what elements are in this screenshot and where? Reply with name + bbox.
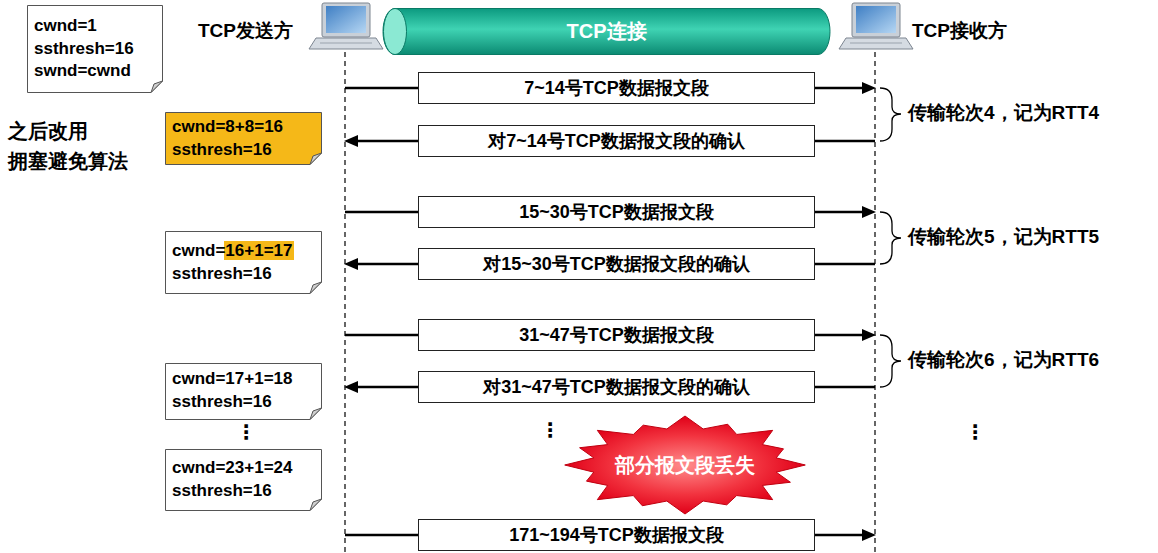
segment-box: 171~194号TCP数据报文段 xyxy=(418,519,815,551)
ack-text: 对15~30号TCP数据报文段的确认 xyxy=(483,252,750,276)
laptop-screen xyxy=(326,6,366,33)
brace xyxy=(880,335,901,387)
loss-text: 部分报文段丢失 xyxy=(615,452,755,479)
cylinder-cap xyxy=(384,9,407,55)
ellipsis-mark: ⋮ xyxy=(236,420,256,444)
state-text: cwnd=16+1=17 xyxy=(172,240,293,263)
arrow-line xyxy=(813,534,864,537)
state-note: cwnd=8+8=16ssthresh=16 xyxy=(165,112,322,165)
state-text: ssthresh=16 xyxy=(172,263,272,286)
note-outline xyxy=(166,450,322,511)
arrow-head xyxy=(344,258,358,270)
brace xyxy=(880,88,901,141)
arrow-line xyxy=(345,534,420,537)
segment-text: 31~47号TCP数据报文段 xyxy=(519,323,714,347)
connection-cylinder: TCP连接 xyxy=(383,8,830,55)
arrow-head xyxy=(344,135,358,147)
arrow-head xyxy=(862,329,876,341)
state-text: ssthresh=16 xyxy=(172,480,272,503)
note-fold xyxy=(151,81,163,93)
laptop-keys xyxy=(850,43,902,44)
arrow-line xyxy=(813,334,864,337)
sender-laptop xyxy=(309,3,383,49)
arrow-line xyxy=(813,140,875,143)
arrow-line xyxy=(356,386,420,389)
state-text: cwnd=17+1=18 xyxy=(172,368,293,391)
note-outline xyxy=(166,232,322,294)
state-text: ssthresh=16 xyxy=(172,391,272,414)
arrow-head xyxy=(862,82,876,94)
connection-text: TCP连接 xyxy=(567,18,647,45)
cylinder-body xyxy=(383,9,830,55)
state-note: cwnd=17+1=18ssthresh=16 xyxy=(165,363,322,420)
arrow-line xyxy=(356,140,420,143)
arrow-line xyxy=(345,211,420,214)
laptop-base xyxy=(839,38,913,49)
endpoint-label: TCP发送方 xyxy=(198,20,293,43)
ack-box: 对31~47号TCP数据报文段的确认 xyxy=(418,371,815,403)
round-label: 传输轮次5，记为RTT5 xyxy=(908,226,1099,249)
round-braces xyxy=(880,88,901,387)
note-outline xyxy=(166,363,322,419)
note-fold xyxy=(310,282,322,294)
state-text: ssthresh=16 xyxy=(172,139,272,162)
round-label: 传输轮次4，记为RTT4 xyxy=(908,102,1099,125)
arrow-line xyxy=(345,334,420,337)
receiver-lifeline xyxy=(874,52,875,553)
note-outline xyxy=(28,6,163,93)
state-note: cwnd=16+1=17ssthresh=16 xyxy=(165,231,322,294)
state-text: swnd=cwnd xyxy=(34,60,131,83)
note-outline xyxy=(166,113,322,165)
arrow-head xyxy=(344,381,358,393)
message-arrows xyxy=(345,88,875,535)
arrow-line xyxy=(345,87,420,90)
state-text: ssthresh=16 xyxy=(34,38,134,61)
arrow-head xyxy=(862,529,876,541)
segment-text: 7~14号TCP数据报文段 xyxy=(524,76,709,100)
state-text: cwnd=1 xyxy=(34,15,97,38)
laptop-screen xyxy=(856,6,896,33)
state-text: cwnd=8+8=16 xyxy=(172,116,283,139)
segment-box: 7~14号TCP数据报文段 xyxy=(418,72,815,104)
arrow-line xyxy=(356,263,420,266)
state-note: cwnd=1ssthresh=16swnd=cwnd xyxy=(27,5,163,93)
state-note: cwnd=23+1=24ssthresh=16 xyxy=(165,449,322,511)
segment-text: 171~194号TCP数据报文段 xyxy=(509,523,724,547)
round-label: 传输轮次6，记为RTT6 xyxy=(908,349,1099,372)
arrow-heads xyxy=(344,82,876,541)
state-text: cwnd=23+1=24 xyxy=(172,457,293,480)
laptop-lid xyxy=(322,3,370,37)
segment-text: 15~30号TCP数据报文段 xyxy=(519,200,714,224)
arrow-head xyxy=(862,206,876,218)
ack-text: 对31~47号TCP数据报文段的确认 xyxy=(483,375,750,399)
endpoint-label: TCP接收方 xyxy=(912,20,1007,43)
laptop-base xyxy=(309,38,383,49)
ack-text: 对7~14号TCP数据报文段的确认 xyxy=(488,129,745,153)
laptop-keys xyxy=(320,43,372,44)
note-fold xyxy=(310,153,322,165)
ellipsis-mark: ⋮ xyxy=(965,420,985,444)
loss-starburst: 部分报文段丢失 xyxy=(560,415,810,515)
starburst-outline xyxy=(565,416,806,514)
arrow-line xyxy=(813,211,864,214)
ack-box: 对7~14号TCP数据报文段的确认 xyxy=(418,125,815,157)
arrow-line xyxy=(813,386,875,389)
ellipsis-mark: ⋮ xyxy=(540,418,560,442)
receiver-laptop xyxy=(839,3,913,49)
note-fold xyxy=(310,499,322,511)
segment-box: 15~30号TCP数据报文段 xyxy=(418,196,815,228)
ack-box: 对15~30号TCP数据报文段的确认 xyxy=(418,248,815,280)
algorithm-note: 之后改用 拥塞避免算法 xyxy=(8,116,140,176)
brace xyxy=(880,212,901,264)
note-fold xyxy=(310,408,322,420)
sender-lifeline xyxy=(344,52,345,553)
segment-box: 31~47号TCP数据报文段 xyxy=(418,319,815,351)
arrow-line xyxy=(813,263,875,266)
arrow-line xyxy=(813,87,864,90)
laptop-lid xyxy=(852,3,900,37)
